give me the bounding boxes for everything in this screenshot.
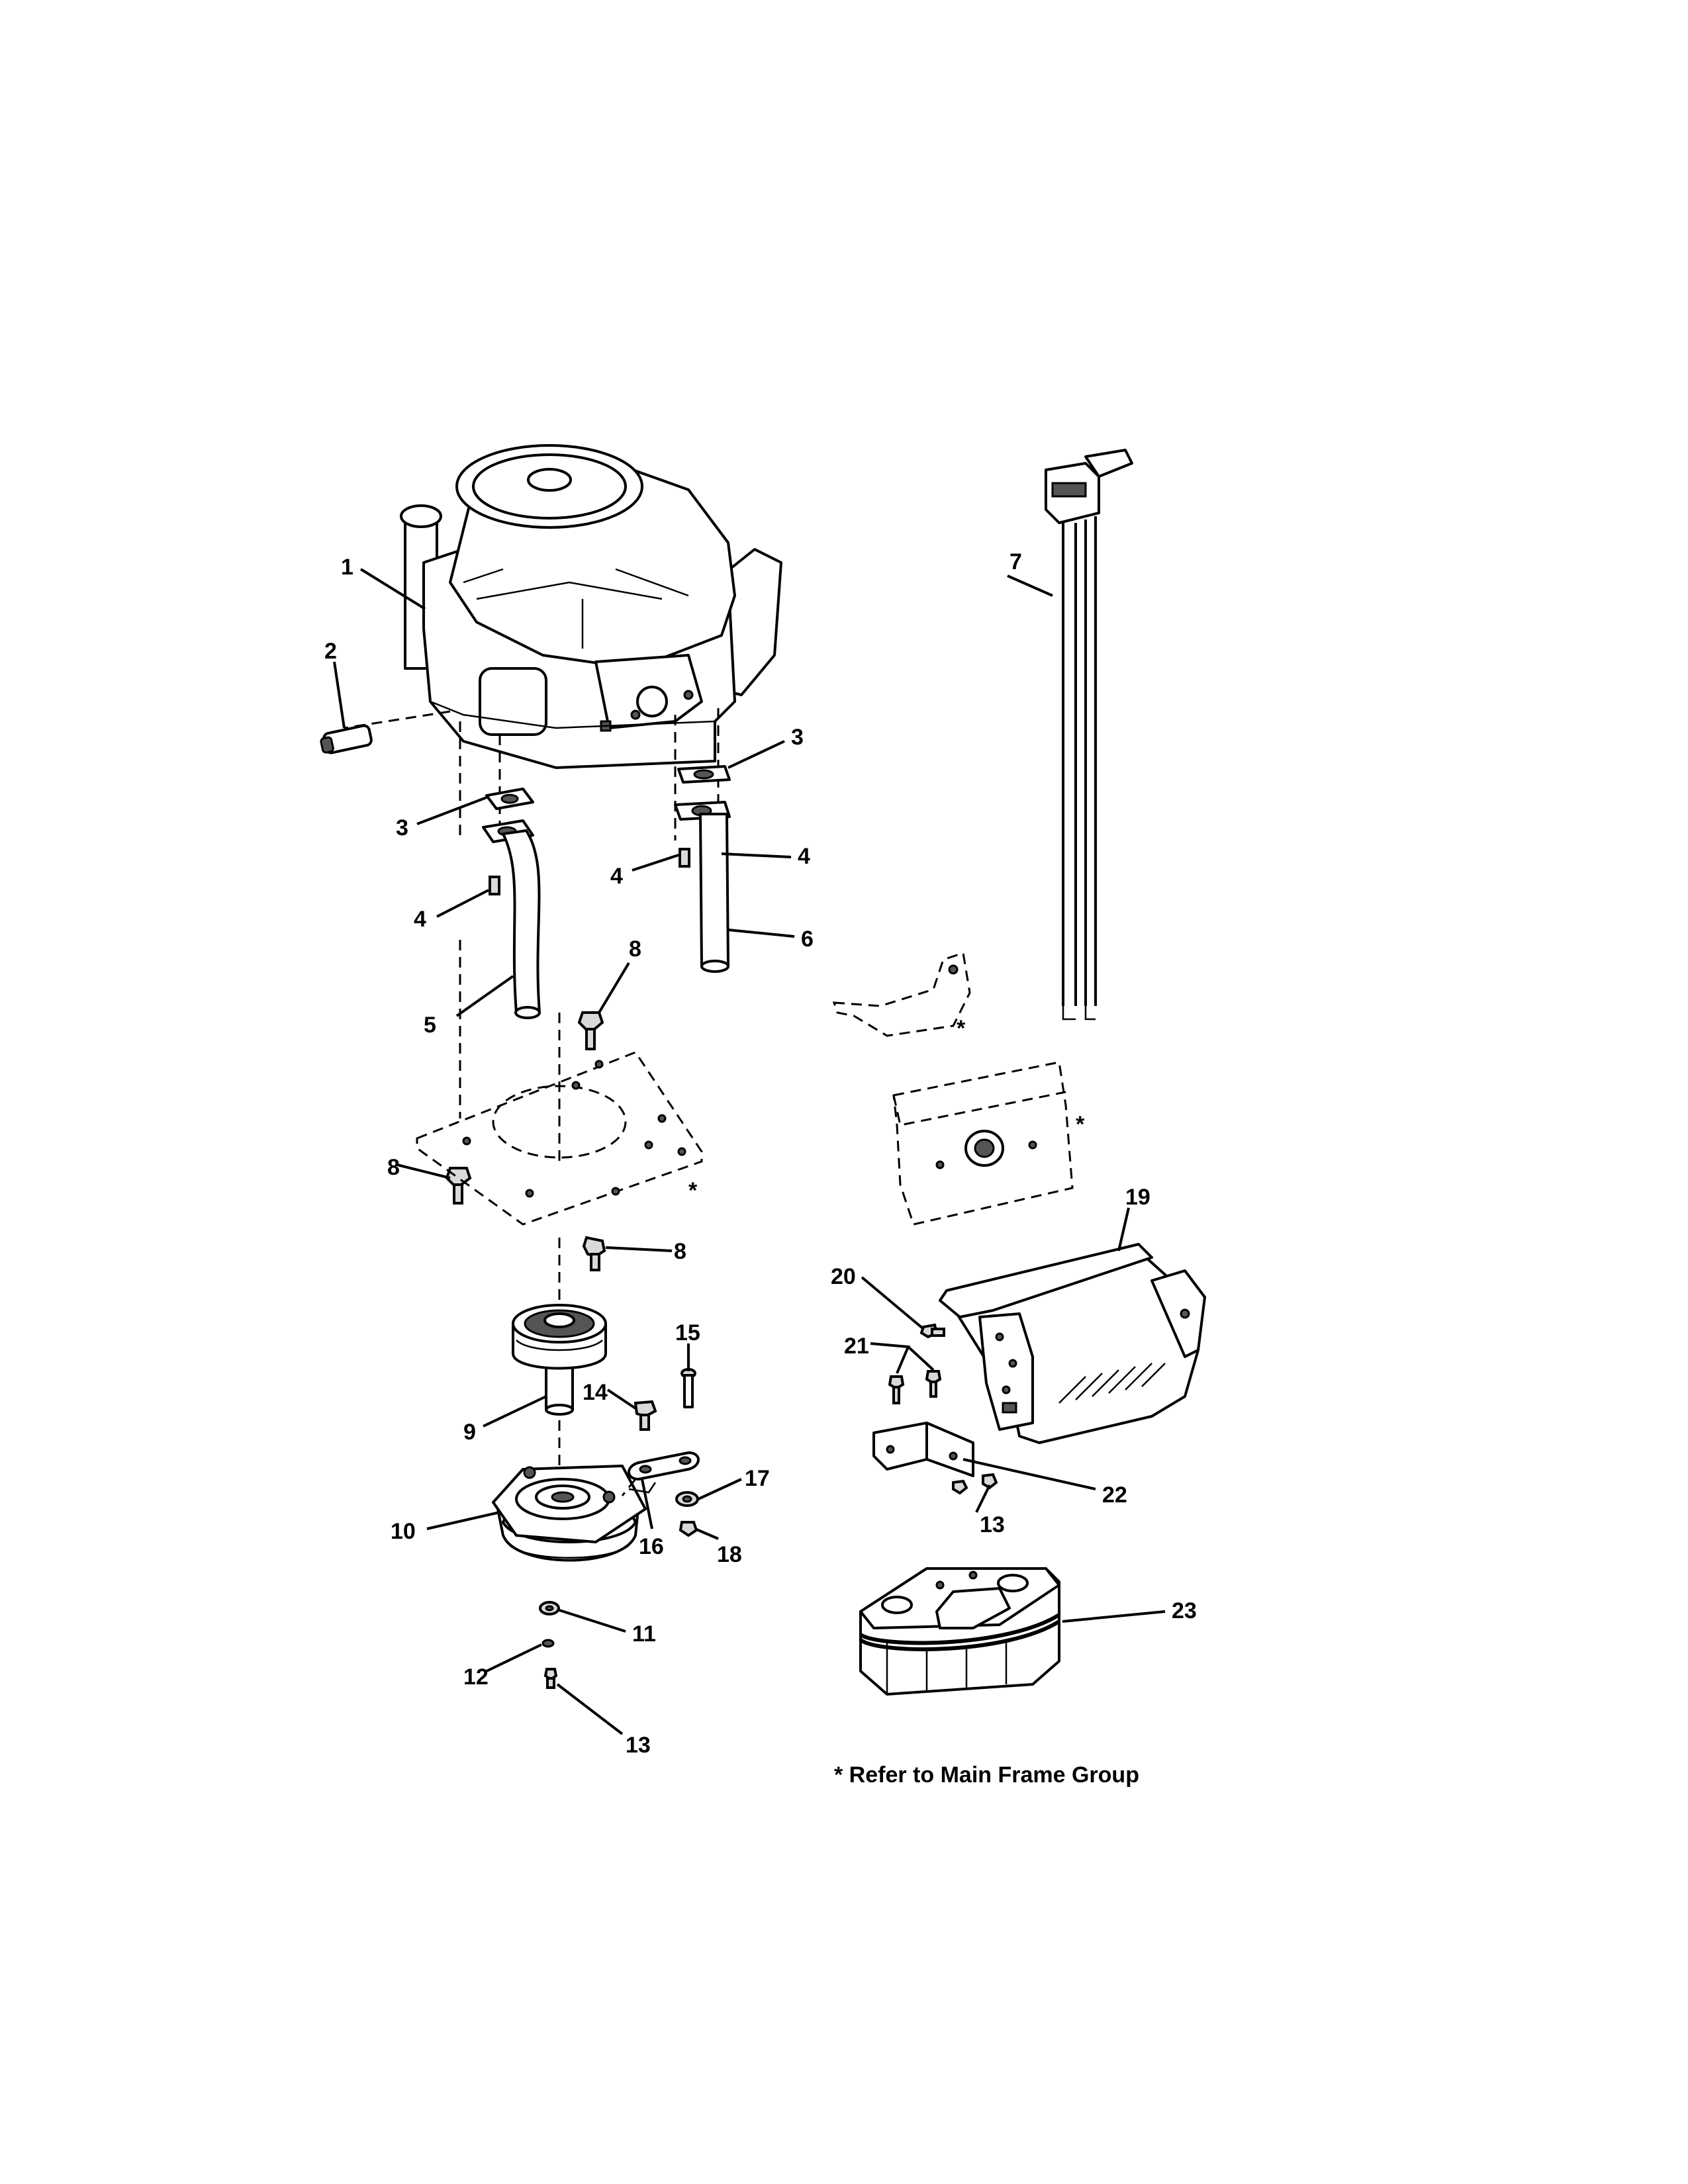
callout-5: 5 xyxy=(424,1013,436,1038)
pulley-part-9 xyxy=(512,1304,607,1416)
clutch-fasteners xyxy=(539,1601,560,1689)
bracket-part-22 xyxy=(872,1422,998,1495)
footnote: * Refer to Main Frame Group xyxy=(834,1762,1139,1788)
callout-16: 16 xyxy=(639,1534,664,1559)
callout-4-right: 4 xyxy=(798,844,810,869)
frame-brackets xyxy=(832,952,1074,1226)
engine-mounting-plate xyxy=(416,1051,703,1226)
callout-10: 10 xyxy=(391,1519,416,1544)
asterisk-plate: * xyxy=(688,1178,698,1203)
heat-shield-part-23 xyxy=(859,1567,1060,1696)
muffler-part-19 xyxy=(939,1243,1206,1444)
callout-19: 19 xyxy=(1125,1185,1150,1210)
callout-3-left: 3 xyxy=(396,815,408,841)
callout-17: 17 xyxy=(745,1466,770,1491)
bolts-part-8 xyxy=(445,1011,606,1271)
callout-8-left: 8 xyxy=(387,1155,400,1180)
callout-2: 2 xyxy=(324,639,337,664)
fitting-part-2 xyxy=(320,724,373,754)
callout-8-top: 8 xyxy=(629,936,641,962)
clutch-part-10 xyxy=(492,1465,657,1562)
callout-13-right: 13 xyxy=(980,1512,1005,1537)
callout-14: 14 xyxy=(583,1380,608,1405)
wire-harness-part-7 xyxy=(1045,449,1133,1021)
asterisk-bracket-top: * xyxy=(957,1016,966,1041)
callout-labels: 1 2 3 3 4 4 4 5 6 7 8 8 8 9 10 11 12 13 … xyxy=(324,549,1197,1758)
callout-1: 1 xyxy=(341,555,353,580)
callout-22: 22 xyxy=(1102,1482,1127,1508)
callout-4-left: 4 xyxy=(414,907,426,932)
callout-15: 15 xyxy=(675,1320,700,1345)
callout-4-middle: 4 xyxy=(610,864,623,889)
callout-20: 20 xyxy=(831,1264,856,1289)
callout-23: 23 xyxy=(1172,1598,1197,1623)
callout-9: 9 xyxy=(463,1420,476,1445)
callout-18: 18 xyxy=(717,1542,742,1567)
exhaust-pipes xyxy=(502,813,729,1019)
leader-lines xyxy=(333,568,1166,1735)
muffler-bolts xyxy=(888,1323,945,1404)
callout-6: 6 xyxy=(801,927,814,952)
callout-21: 21 xyxy=(844,1334,869,1359)
asterisk-bracket-middle: * xyxy=(1076,1112,1085,1137)
callout-13-bottom: 13 xyxy=(626,1733,651,1758)
callout-3-right: 3 xyxy=(791,725,804,750)
engine xyxy=(400,444,782,769)
callout-7: 7 xyxy=(1009,549,1022,574)
clutch-hardware xyxy=(621,1368,700,1537)
callout-12: 12 xyxy=(463,1664,489,1690)
callout-11: 11 xyxy=(632,1621,656,1647)
callout-8-bottom: 8 xyxy=(674,1239,686,1264)
